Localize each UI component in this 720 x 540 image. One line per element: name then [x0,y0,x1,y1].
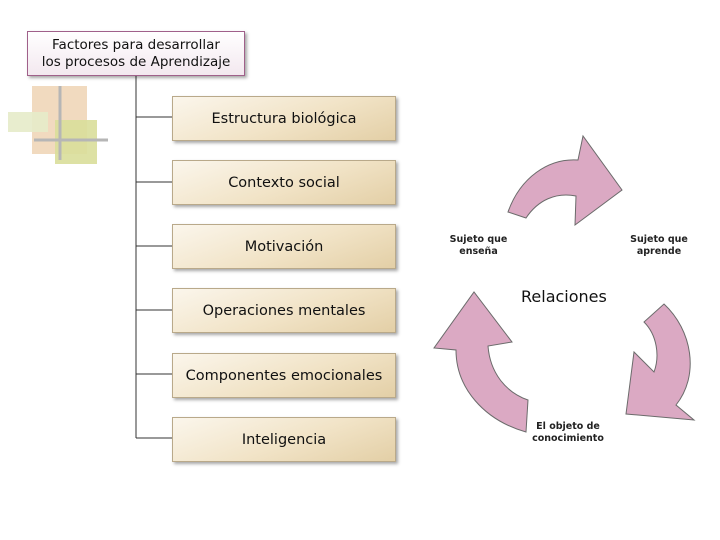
factor-label: Componentes emocionales [185,367,383,384]
node-objeto-conocimiento: El objeto de conocimiento [532,421,604,444]
cycle-arrow-right [625,303,696,421]
decorative-corner-shapes [8,86,108,164]
node-sujeto-aprende: Sujeto que aprende [630,234,688,257]
cycle-arrow-left [433,291,529,433]
cycle-center-label: Relaciones [521,287,607,306]
factor-box: Contexto social [172,160,396,205]
factor-box: Motivación [172,224,396,269]
factor-label: Contexto social [228,174,340,191]
diagram-title-text: Factores para desarrollar los procesos d… [41,36,231,70]
node-sujeto-ensena: Sujeto que enseña [449,234,508,257]
factor-label: Motivación [244,238,324,255]
factor-box: Operaciones mentales [172,288,396,333]
factor-label: Inteligencia [241,431,327,448]
factor-box: Componentes emocionales [172,353,396,398]
factor-box: Inteligencia [172,417,396,462]
diagram-title: Factores para desarrollar los procesos d… [27,31,245,76]
factor-label: Estructura biológica [211,110,357,127]
factor-box: Estructura biológica [172,96,396,141]
factor-label: Operaciones mentales [202,302,366,319]
cycle-arrow-top [507,134,623,227]
